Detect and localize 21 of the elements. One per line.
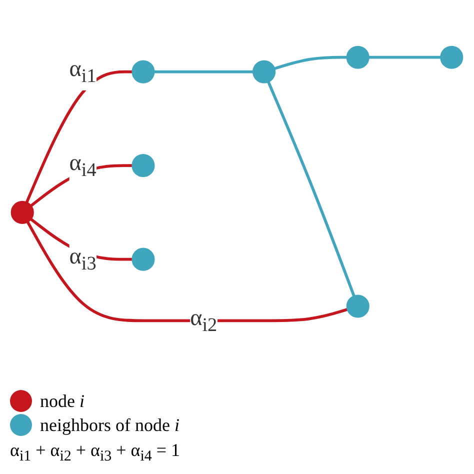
node-circle	[132, 248, 155, 272]
node-circle	[346, 294, 370, 318]
edge-label: α$_{i4}$	[69, 151, 96, 180]
connector	[368, 56, 441, 59]
node-circle	[252, 60, 276, 84]
edge-label: α$_{i3}$	[69, 244, 96, 274]
node-circle	[440, 46, 464, 70]
legend-text: node i	[40, 390, 85, 412]
equation: α$_{i1}$ + α$_{i2}$ + α$_{i3}$ + α$_{i4}$ = 1	[10, 440, 182, 466]
node-circle	[10, 201, 34, 224]
edge-label: α$_{i2}$	[190, 306, 218, 336]
connector	[26, 221, 348, 322]
node-circle	[132, 60, 155, 84]
connector	[274, 56, 348, 70]
connector	[267, 81, 356, 297]
node-circle	[132, 154, 155, 178]
legend-text: neighbors of node i	[40, 414, 180, 436]
connector	[154, 70, 254, 74]
node-circle	[346, 46, 370, 70]
edge-label: α$_{i1}$	[69, 57, 96, 87]
connector	[25, 70, 132, 204]
